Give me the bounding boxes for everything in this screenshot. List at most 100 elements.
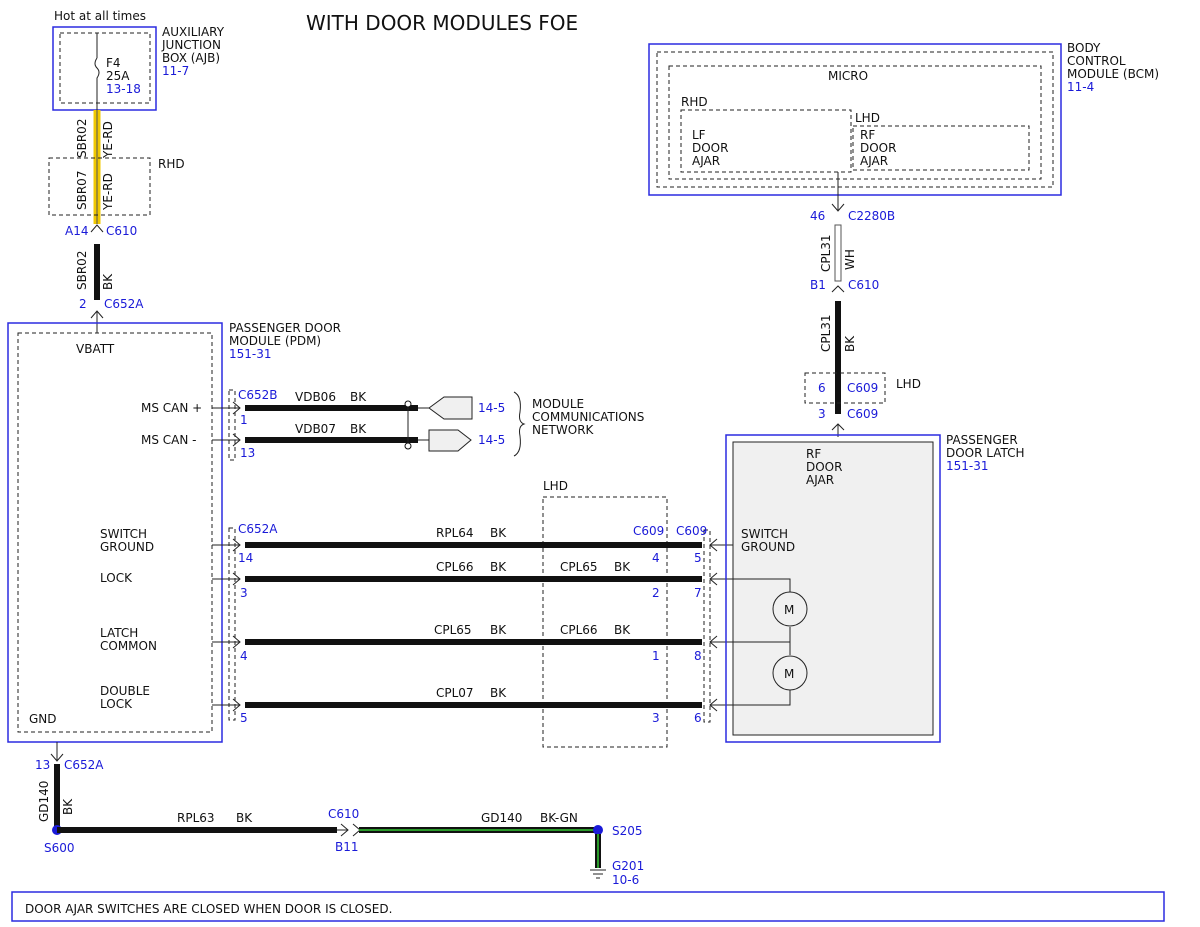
bk-label-rpl64: BK bbox=[490, 526, 507, 540]
bcm-outline bbox=[648, 43, 1062, 196]
hot-at-all-times-label: Hot at all times bbox=[54, 9, 146, 23]
motor-1-label: M bbox=[784, 603, 794, 617]
rhd-label: RHD bbox=[158, 157, 185, 171]
pin-2: 2 bbox=[79, 297, 87, 311]
c609-outline bbox=[703, 529, 711, 723]
wire-arrow bbox=[212, 538, 241, 552]
lf-door-ajar-3: AJAR bbox=[692, 154, 720, 168]
bcm-name-3: MODULE (BCM) bbox=[1067, 67, 1159, 81]
pin-b1: B1 bbox=[810, 278, 826, 292]
pin-a14: A14 bbox=[65, 224, 88, 238]
bk-label-cpl65: BK bbox=[490, 623, 507, 637]
fuse-ref: 13-18 bbox=[106, 82, 141, 96]
ye-rd-label-2: YE-RD bbox=[101, 173, 115, 211]
network-flag-icon bbox=[428, 396, 473, 420]
latch-switch-ground-1: SWITCH bbox=[741, 527, 788, 541]
diagram-title: WITH DOOR MODULES FOE bbox=[306, 11, 578, 35]
bk-label-vdb07: BK bbox=[350, 422, 367, 436]
connector-c610-right: C610 bbox=[848, 278, 879, 292]
can-plus-arrow bbox=[212, 401, 241, 415]
wh-label: WH bbox=[843, 249, 857, 270]
brace-icon bbox=[513, 391, 526, 457]
sbr02-label: SBR02 bbox=[75, 119, 89, 158]
cpl07-label: CPL07 bbox=[436, 686, 474, 700]
splice-s600-label: S600 bbox=[44, 841, 75, 855]
cpl66-label-lhd: CPL66 bbox=[560, 623, 598, 637]
rpl64-label: RPL64 bbox=[436, 526, 474, 540]
bk-gn-label: BK-GN bbox=[540, 811, 578, 825]
latch-name-2: DOOR LATCH bbox=[946, 446, 1025, 460]
network-line-1: MODULE bbox=[532, 397, 584, 411]
latch-rf-1: RF bbox=[806, 447, 821, 461]
bk-label-gd140: BK bbox=[61, 798, 75, 815]
ground-g201-label: G201 bbox=[612, 859, 644, 873]
bk-label-rpl63: BK bbox=[236, 811, 253, 825]
bcm-inner bbox=[656, 51, 1054, 188]
wire-arrow bbox=[709, 572, 733, 586]
latch-common-label-2: COMMON bbox=[100, 639, 157, 653]
connector-arrow bbox=[90, 224, 104, 233]
fuse-name: F4 bbox=[106, 56, 121, 70]
splice-s205-label: S205 bbox=[612, 824, 643, 838]
connector-c609-latch: C609 bbox=[847, 407, 878, 421]
ajb-name-2: JUNCTION bbox=[161, 38, 221, 52]
fuse-f4-icon bbox=[94, 33, 100, 110]
bk-label-cpl66-lhd: BK bbox=[614, 623, 631, 637]
bcm-connector-arrow bbox=[831, 172, 845, 212]
wire-cpl31-wh bbox=[834, 224, 842, 282]
ms-can-minus-label: MS CAN - bbox=[141, 433, 197, 447]
connector-c652a-top: C652A bbox=[104, 297, 144, 311]
pin-3-a: 3 bbox=[240, 586, 248, 600]
pdm-outline bbox=[7, 322, 223, 743]
pin-8: 8 bbox=[694, 649, 702, 663]
vbatt-label: VBATT bbox=[76, 342, 115, 356]
pin-3-b: 3 bbox=[652, 711, 660, 725]
can-minus-arrow bbox=[212, 433, 241, 447]
cpl31-label-1: CPL31 bbox=[819, 234, 833, 272]
ajb-name-3: BOX (AJB) bbox=[162, 51, 220, 65]
wire-arrow bbox=[709, 635, 733, 649]
rpl63-label: RPL63 bbox=[177, 811, 215, 825]
bk-label-cpl07: BK bbox=[490, 686, 507, 700]
pin-3-c609: 3 bbox=[818, 407, 826, 421]
note-box bbox=[11, 891, 1165, 922]
bcm-lhd-label: LHD bbox=[855, 111, 880, 125]
pin-46: 46 bbox=[810, 209, 825, 223]
switch-ground-label-2: GROUND bbox=[100, 540, 154, 554]
lhd-label-right: LHD bbox=[896, 377, 921, 391]
cpl31-label-2: CPL31 bbox=[819, 314, 833, 352]
connector-c610-top: C610 bbox=[106, 224, 137, 238]
bcm-name-1: BODY bbox=[1067, 41, 1101, 55]
ajb-outline bbox=[52, 26, 157, 111]
wire-arrow bbox=[709, 538, 733, 552]
wire-arrow bbox=[212, 635, 241, 649]
latch-rf-2: DOOR bbox=[806, 460, 842, 474]
connector-arrow bbox=[90, 310, 104, 333]
connector-arrow bbox=[831, 285, 845, 293]
rf-door-ajar-box bbox=[852, 125, 1030, 171]
rf-door-ajar-2: DOOR bbox=[860, 141, 896, 155]
fuse-amps: 25A bbox=[106, 69, 130, 83]
latch-outline bbox=[725, 434, 941, 743]
motor-2-label: M bbox=[784, 667, 794, 681]
connector-c609-b: C609 bbox=[676, 524, 707, 538]
connector-c652a-gnd: C652A bbox=[64, 758, 104, 772]
wire-arrow bbox=[709, 698, 733, 712]
pin-4-b: 4 bbox=[240, 649, 248, 663]
lhd-c609-box bbox=[804, 372, 886, 404]
ms-can-plus-label: MS CAN + bbox=[141, 401, 202, 415]
network-ref-2: 14-5 bbox=[478, 433, 505, 447]
lhd-area bbox=[542, 496, 668, 748]
pin-2-a: 2 bbox=[652, 586, 660, 600]
vdb06-label: VDB06 bbox=[295, 390, 336, 404]
cpl65-label: CPL65 bbox=[434, 623, 472, 637]
c652a-outline bbox=[228, 527, 236, 721]
pdm-name-1: PASSENGER DOOR bbox=[229, 321, 341, 335]
ye-rd-label-1: YE-RD bbox=[101, 121, 115, 159]
gd140-label-2: GD140 bbox=[481, 811, 522, 825]
bcm-rhd-label: RHD bbox=[681, 95, 708, 109]
pin-1-b: 1 bbox=[652, 649, 660, 663]
bk-label-cpl65-lhd: BK bbox=[614, 560, 631, 574]
connector-c2280b: C2280B bbox=[848, 209, 895, 223]
